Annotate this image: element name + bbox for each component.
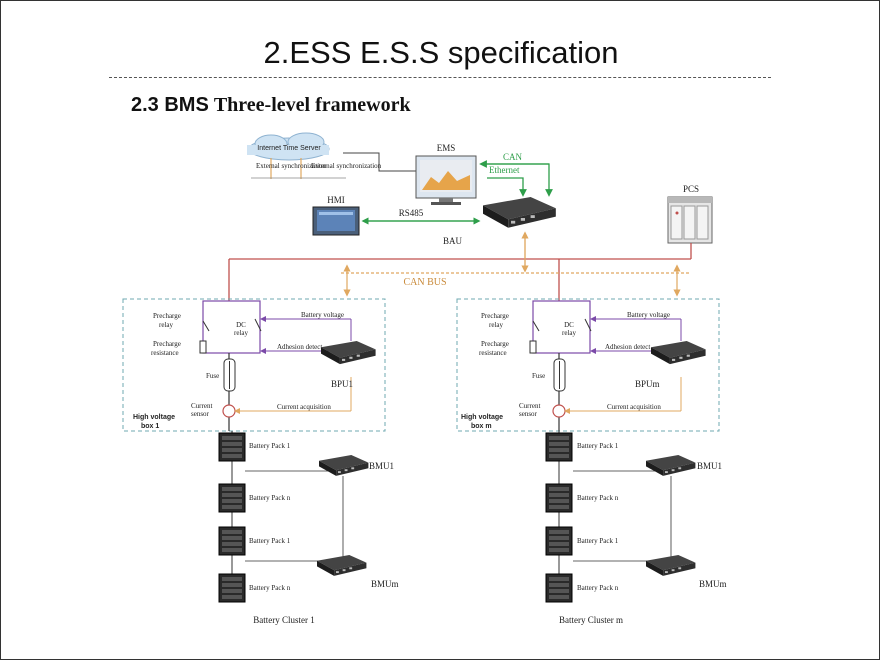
- precharge-res-label-b: resistance: [151, 349, 179, 357]
- battery-pack-icon: [545, 432, 573, 462]
- precharge-res-label-b: resistance: [479, 349, 507, 357]
- dc-relay-label-a: DC: [564, 321, 574, 329]
- ext-sync-label-1: External synchronization: [256, 162, 327, 170]
- hmi-panel-icon: [312, 206, 360, 236]
- precharge-relay-label-b: relay: [159, 321, 173, 329]
- dc-relay-label-b: relay: [234, 329, 248, 337]
- hv-box-m-label-a: High voltage: [461, 414, 503, 421]
- fuse-label: Fuse: [532, 372, 545, 380]
- bmu-bottom-label: BMUm: [699, 579, 727, 589]
- pack-label-3: Battery Pack 1: [577, 537, 619, 545]
- bpu-icon: [651, 341, 706, 365]
- bmu-top-icon: [646, 455, 696, 476]
- bau-controller-icon: [483, 197, 556, 228]
- section-number: 2.3 BMS: [131, 94, 209, 116]
- time-server-cloud-icon: [247, 132, 330, 161]
- pack-label-2: Battery Pack n: [249, 494, 291, 502]
- adhesion-detect-label: Adhesion detect: [277, 343, 322, 351]
- can-label: CAN: [503, 152, 523, 162]
- pack-label-4: Battery Pack n: [577, 584, 619, 592]
- bau-label: BAU: [443, 236, 463, 246]
- hv-box-m-label-b: box m: [471, 423, 492, 430]
- precharge-res-label-a: Precharge: [153, 340, 181, 348]
- bmu-bottom-icon: [646, 555, 696, 576]
- rs485-label: RS485: [399, 208, 424, 218]
- cluster-1: High voltage box 1 DC relay Precharge re…: [122, 298, 399, 625]
- ext-sync-label-2: External synchronization: [311, 162, 382, 170]
- cluster-label: Battery Cluster 1: [253, 615, 315, 625]
- cluster-label: Battery Cluster m: [559, 615, 623, 625]
- battery-pack-icon: [218, 526, 246, 556]
- current-sensor-label-a: Current: [519, 402, 540, 410]
- bmu-bottom-icon: [317, 555, 367, 576]
- precharge-relay-label-a: Precharge: [153, 312, 181, 320]
- fuse-label: Fuse: [206, 372, 219, 380]
- bpu-label: BPU1: [331, 379, 353, 389]
- ethernet-label: Ethernet: [489, 165, 520, 175]
- battery-voltage-label: Battery voltage: [627, 311, 670, 319]
- battery-pack-icon: [218, 573, 246, 603]
- pack-label-2: Battery Pack n: [577, 494, 619, 502]
- hv-box-m-outline: [456, 298, 720, 432]
- adhesion-detect-label: Adhesion detect: [605, 343, 650, 351]
- can-bus-label: CAN BUS: [403, 277, 446, 288]
- bpu-icon: [321, 341, 376, 365]
- hv-box-1-outline: [122, 298, 386, 432]
- slide-title: 2.ESS E.S.S specification: [263, 35, 619, 70]
- battery-pack-icon: [218, 432, 246, 462]
- cloud-label: Internet Time Server: [257, 145, 321, 152]
- current-sensor-label-a: Current: [191, 402, 212, 410]
- cluster-m: High voltage box m DC relay Precharge re…: [456, 298, 727, 625]
- pack-label-4: Battery Pack n: [249, 584, 291, 592]
- current-acq-label: Current acquisition: [607, 403, 661, 411]
- pcs-cabinet-icon: [667, 196, 713, 244]
- title-divider: [109, 77, 771, 78]
- hv-box-1-label-a: High voltage: [133, 414, 175, 421]
- ems-label: EMS: [437, 143, 456, 153]
- pcs-label: PCS: [683, 184, 699, 194]
- hmi-label: HMI: [327, 195, 345, 205]
- hv-box-1-label-b: box 1: [141, 423, 159, 430]
- battery-pack-icon: [545, 573, 573, 603]
- battery-pack-icon: [545, 526, 573, 556]
- battery-pack-icon: [545, 483, 573, 513]
- current-sensor-label-b: sensor: [519, 410, 538, 418]
- current-acq-label: Current acquisition: [277, 403, 331, 411]
- bmu-top-label: BMU1: [697, 461, 722, 471]
- battery-pack-icon: [218, 483, 246, 513]
- current-sensor-label-b: sensor: [191, 410, 210, 418]
- precharge-relay-label-a: Precharge: [481, 312, 509, 320]
- precharge-res-label-a: Precharge: [481, 340, 509, 348]
- pack-label-3: Battery Pack 1: [249, 537, 291, 545]
- bpu-label: BPUm: [635, 379, 660, 389]
- dc-relay-label-b: relay: [562, 329, 576, 337]
- battery-voltage-label: Battery voltage: [301, 311, 344, 319]
- dc-relay-label-a: DC: [236, 321, 246, 329]
- bmu-bottom-label: BMUm: [371, 579, 399, 589]
- pack-label-1: Battery Pack 1: [577, 442, 619, 450]
- pack-label-1: Battery Pack 1: [249, 442, 291, 450]
- precharge-relay-label-b: relay: [489, 321, 503, 329]
- ems-monitor-icon: [415, 155, 477, 205]
- section-heading: 2.3 BMS Three-level framework: [131, 94, 411, 117]
- bmu-top-label: BMU1: [369, 461, 394, 471]
- section-name: Three-level framework: [213, 94, 411, 116]
- bmu-top-icon: [319, 455, 369, 476]
